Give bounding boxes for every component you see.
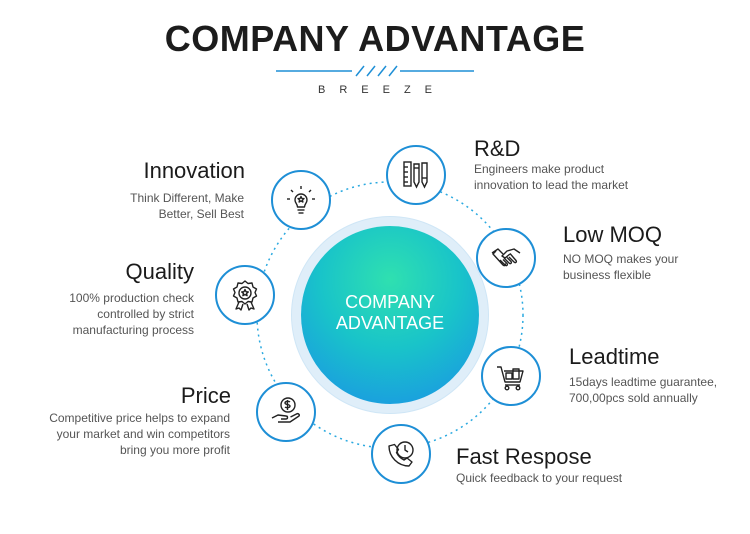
light-bulb-icon [287,186,315,214]
price-description: Competitive price helps to expand your m… [49,410,230,458]
price-node [256,382,316,442]
innovation-node [271,170,331,230]
leadtime-description-line: 15days leadtime guarantee, [569,375,718,389]
innovation-title: Innovation [143,158,245,183]
low-moq-title: Low MOQ [563,222,663,247]
leadtime-node [481,346,541,406]
quality-node [215,265,275,325]
fast-response-title: Fast Respose [456,444,592,469]
award-badge-icon [232,280,258,311]
center-label-line1: COMPANY [345,292,435,312]
title-divider [276,65,474,77]
quality-description-line: 100% production check [69,291,194,305]
price-title: Price [180,383,231,408]
handshake-icon [491,248,521,267]
pencil-ruler-icon [403,161,428,189]
leadtime-title: Leadtime [569,344,660,369]
leadtime-description-line: 700,00pcs sold annually [569,391,698,405]
quality-description: 100% production check controlled by stri… [69,290,194,338]
rnd-description: Engineers make product innovation to lea… [474,161,628,193]
shopping-cart-icon [497,366,524,391]
center-circle [301,226,479,404]
rnd-description-line: innovation to lead the market [474,178,629,192]
price-description-line: bring you more profit [119,443,230,457]
fast-response-description-line: Quick feedback to your request [456,471,623,485]
low-moq-description: NO MOQ makes your business flexible [563,251,678,283]
center-label-line2: ADVANTAGE [335,313,445,333]
innovation-description: Think Different, Make Better, Sell Best [130,190,244,222]
center-label: COMPANY ADVANTAGE [301,292,479,334]
price-description-line: your market and win competitors [56,427,230,441]
quality-title: Quality [125,259,194,284]
rnd-node [386,145,446,205]
innovation-description-line: Better, Sell Best [158,207,244,221]
fast-response-description: Quick feedback to your request [456,470,622,486]
brand-name: BREEZE [317,84,446,96]
innovation-description-line: Think Different, Make [130,191,244,205]
low-moq-description-line: business flexible [563,268,652,282]
leadtime-description: 15days leadtime guarantee, 700,00pcs sol… [569,374,717,406]
money-hand-icon [271,397,300,423]
phone-clock-icon [388,441,414,467]
low-moq-node [476,228,536,288]
rnd-description-line: Engineers make product [474,162,605,176]
quality-description-line: controlled by strict [97,307,194,321]
price-description-line: Competitive price helps to expand [49,411,230,425]
rnd-title: R&D [474,136,521,161]
low-moq-description-line: NO MOQ makes your [563,252,679,266]
quality-description-line: manufacturing process [72,323,194,337]
page-title: COMPANY ADVANTAGE [164,18,586,59]
fast-response-node [371,424,431,484]
